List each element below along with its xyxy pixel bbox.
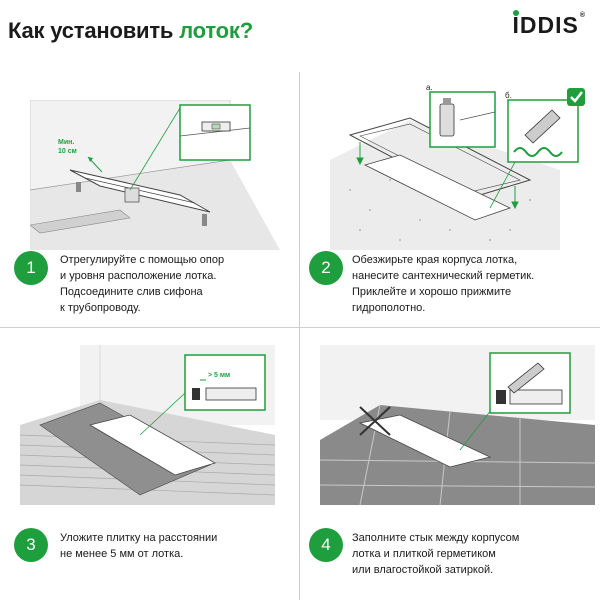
step-3-annotation: > 5 мм bbox=[208, 372, 230, 379]
step-3-number: 3 bbox=[14, 528, 48, 562]
step-2-label-b: б. bbox=[505, 91, 512, 100]
divider-vertical bbox=[299, 72, 300, 600]
step-1-annotation-line-1: Мин. bbox=[58, 139, 74, 146]
step-2-number: 2 bbox=[309, 251, 343, 285]
title-main: Как установить bbox=[8, 18, 180, 43]
step-4-text: Заполните стык между корпусом лотка и пл… bbox=[352, 532, 520, 576]
step-1-illustration: Мин. 10 см bbox=[30, 100, 280, 250]
step-2-illustration: а. б. bbox=[330, 83, 585, 250]
page-title: Как установить лоток? bbox=[8, 18, 253, 44]
level-icon bbox=[201, 121, 231, 132]
step-1-annotation-line-2: 10 см bbox=[58, 148, 77, 155]
step-2-text: Обезжирьте края корпуса лотка, нанесите … bbox=[352, 254, 535, 314]
divider-horizontal bbox=[0, 327, 600, 328]
sealant-bottle-icon bbox=[439, 98, 455, 137]
step-3-illustration: > 5 мм bbox=[20, 345, 275, 505]
checkmark-icon bbox=[567, 88, 585, 106]
logo-dot-icon bbox=[513, 10, 520, 16]
step-1-text: Отрегулируйте с помощью опор и уровня ра… bbox=[60, 254, 225, 314]
step-4-number: 4 bbox=[309, 528, 343, 562]
spatula-icon bbox=[359, 406, 391, 436]
step-3-text: Уложите плитку на расстоянии не менее 5 … bbox=[60, 532, 218, 560]
sealant-gun-icon bbox=[524, 109, 561, 144]
brand-logo: IDDIS® bbox=[512, 10, 586, 38]
step-1-number: 1 bbox=[14, 251, 48, 285]
step-4-illustration bbox=[320, 345, 595, 505]
step-2-label-a: а. bbox=[426, 83, 433, 92]
title-accent: лоток? bbox=[179, 18, 253, 43]
